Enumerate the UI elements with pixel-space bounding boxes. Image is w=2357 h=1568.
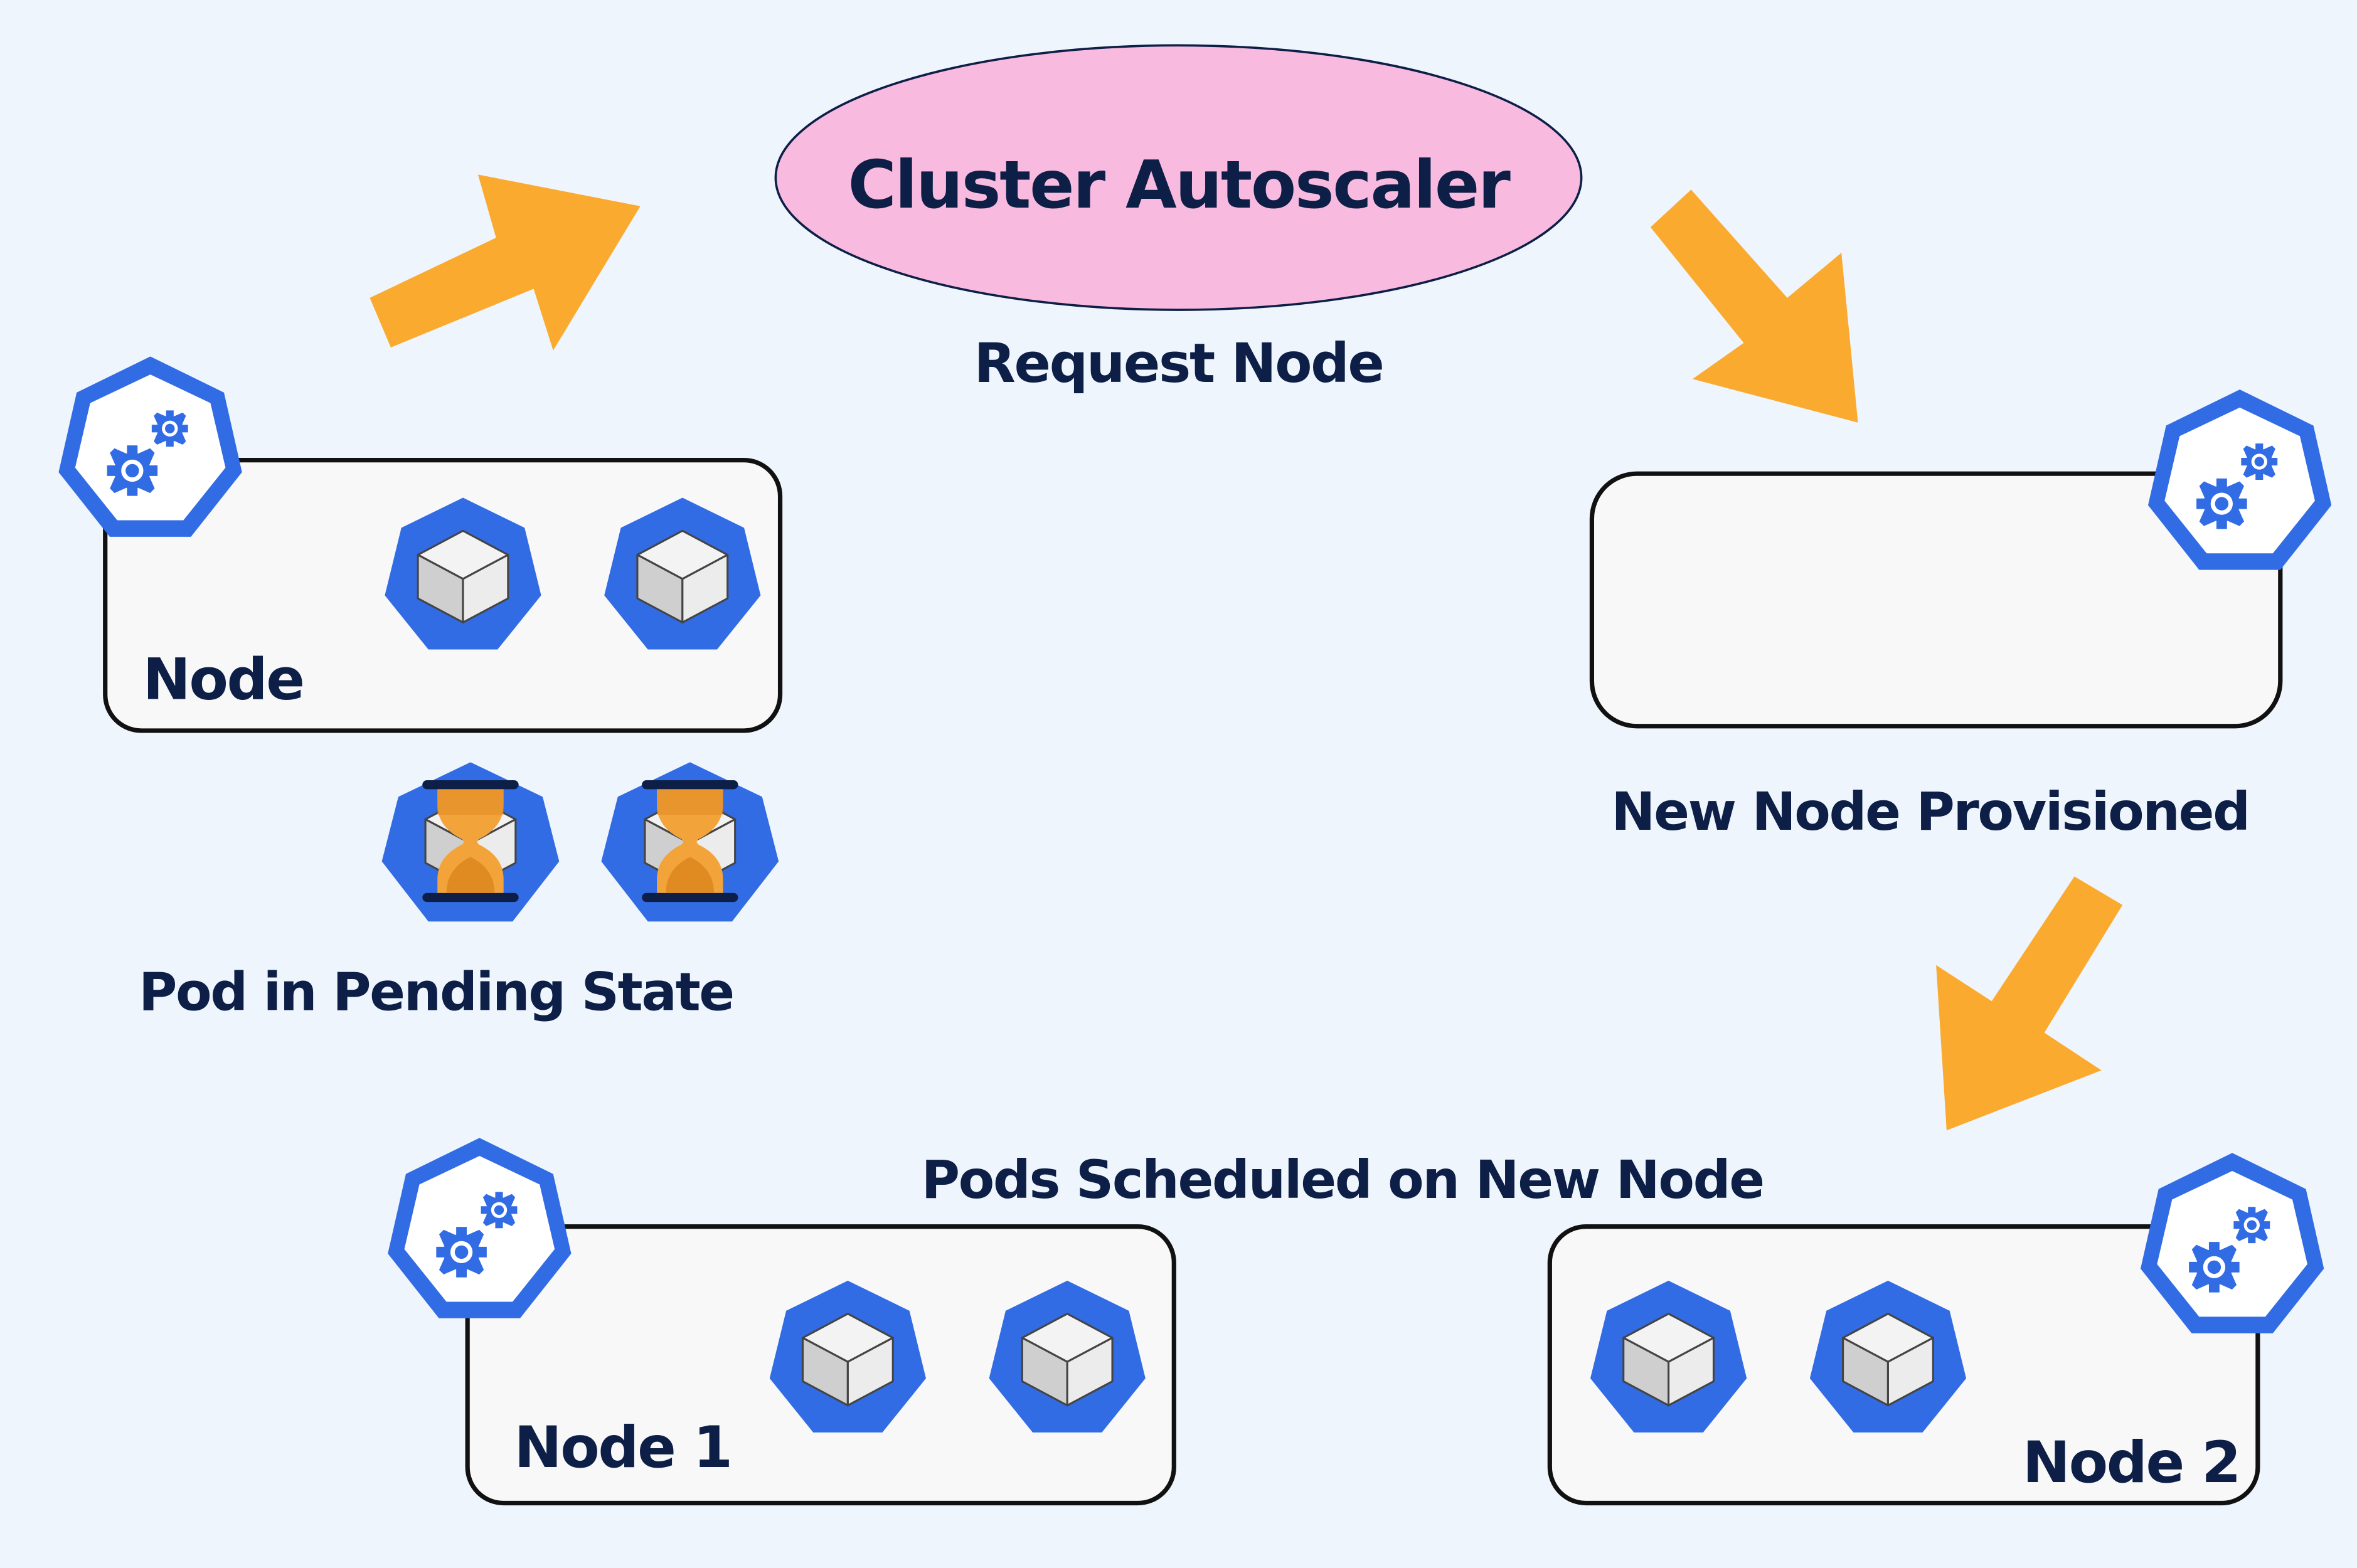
node2-label: Node 2	[2023, 1429, 2240, 1496]
node1-label: Node 1	[514, 1414, 731, 1481]
node-label: Node	[143, 647, 304, 713]
cluster-autoscaler-ellipse	[774, 44, 1583, 311]
arrow-to-node2	[1936, 876, 2123, 1131]
cluster-autoscaler-label: Cluster Autoscaler	[848, 146, 1510, 223]
new-node-provisioned-label: New Node Provisioned	[1611, 781, 2248, 842]
arrow-to-autoscaler	[370, 174, 641, 351]
pending-pod-hourglass-icon	[600, 761, 780, 923]
request-node-label: Request Node	[974, 332, 1383, 395]
arrow-to-new-node	[1650, 189, 1858, 423]
pods-scheduled-label: Pods Scheduled on New Node	[922, 1149, 1764, 1210]
new-node-box	[1589, 471, 2283, 729]
pending-state-label: Pod in Pending State	[139, 961, 733, 1023]
pending-pod-hourglass-icon	[381, 761, 560, 923]
